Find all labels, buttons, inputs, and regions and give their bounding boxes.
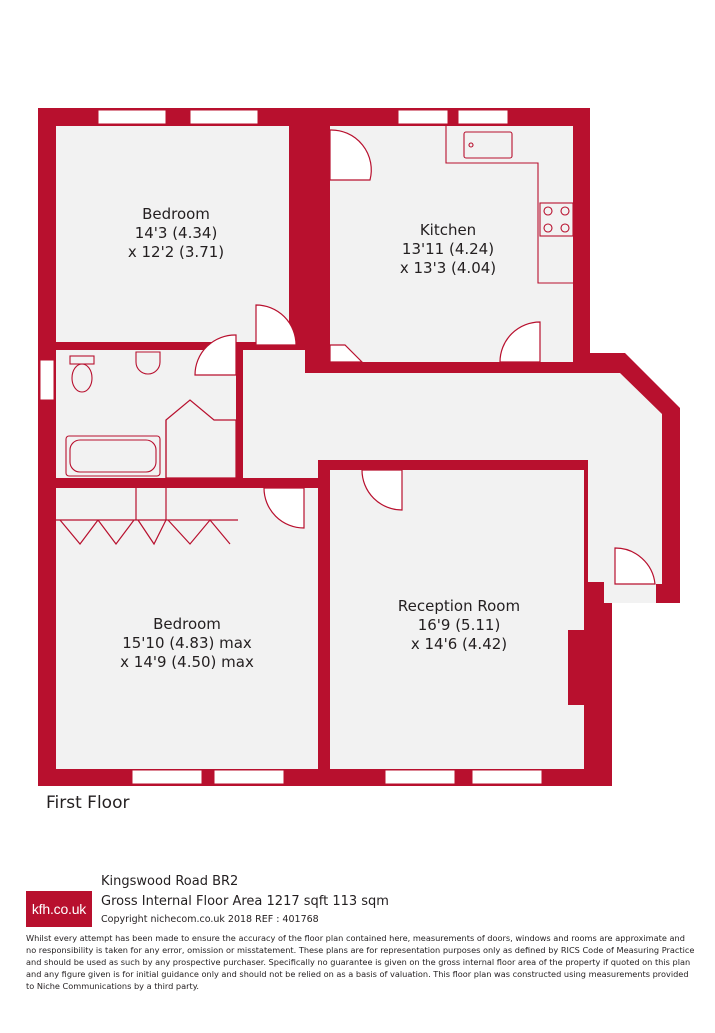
- room-dim-reception-a: 16'9 (5.11): [418, 616, 501, 634]
- room-dim-kitchen-a: 13'11 (4.24): [402, 240, 494, 258]
- room-dim-kitchen-b: x 13'3 (4.04): [400, 259, 496, 277]
- floor-label: First Floor: [46, 793, 130, 813]
- room-name-bedroom-2: Bedroom: [153, 615, 221, 633]
- kitchen-units: [445, 126, 574, 284]
- room-dim-bedroom-2-a: 15'10 (4.83) max: [122, 634, 252, 652]
- room-dim-bedroom-1-b: x 12'2 (3.71): [128, 243, 224, 261]
- windows: [39, 109, 543, 785]
- room-name-bedroom-1: Bedroom: [142, 205, 210, 223]
- floor-plan: Bedroom 14'3 (4.34) x 12'2 (3.71) Kitche…: [38, 108, 680, 786]
- doors: [194, 129, 656, 585]
- copyright: Copyright nichecom.co.uk 2018 REF : 4017…: [101, 914, 319, 925]
- bathroom-fixtures: [65, 351, 161, 477]
- room-labels: Bedroom 14'3 (4.34) x 12'2 (3.71) Kitche…: [120, 205, 520, 671]
- room-name-reception: Reception Room: [398, 597, 520, 615]
- room-dim-reception-b: x 14'6 (4.42): [411, 635, 507, 653]
- wardrobes: [56, 399, 238, 546]
- property-address: Kingswood Road BR2: [101, 874, 239, 889]
- disclaimer: Whilst every attempt has been made to en…: [26, 933, 695, 991]
- room-dim-bedroom-1-a: 14'3 (4.34): [135, 224, 218, 242]
- room-name-kitchen: Kitchen: [420, 221, 476, 239]
- room-dim-bedroom-2-b: x 14'9 (4.50) max: [120, 653, 254, 671]
- kfh-logo: kfh.co.uk: [26, 891, 92, 927]
- floor-area: Gross Internal Floor Area 1217 sqft 113 …: [101, 894, 389, 909]
